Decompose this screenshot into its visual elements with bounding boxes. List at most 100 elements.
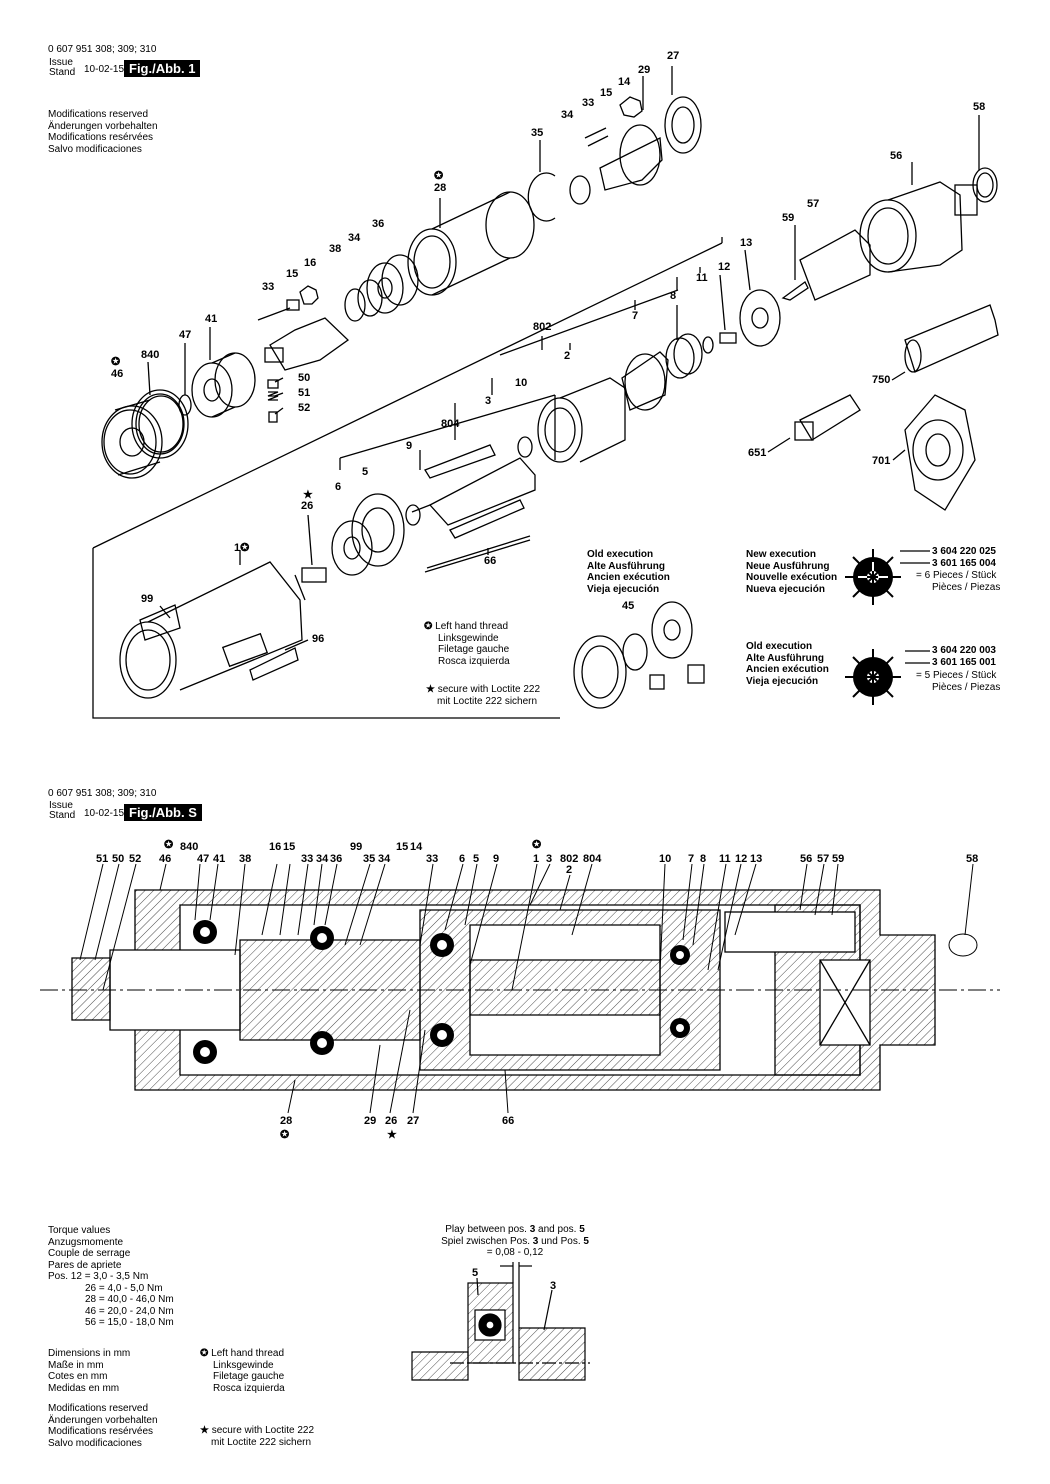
sheet1-date: 10-02-15	[84, 64, 125, 75]
sheet1-figure-label: Fig./Abb. 1	[124, 60, 201, 77]
section-label: 28	[280, 1115, 293, 1127]
section-label: 57	[817, 853, 830, 865]
section-label-lht: ✪	[164, 839, 174, 851]
callout: 96	[312, 633, 325, 645]
callout: 52	[298, 402, 311, 414]
section-label: 7	[688, 853, 695, 865]
old-execution-45-text: Old execution Alte Ausführung Ancien exé…	[587, 549, 670, 595]
section-label: 56	[800, 853, 813, 865]
section-label: 9	[493, 853, 500, 865]
sheet2-figure-label: Fig./Abb. S	[124, 804, 202, 821]
new-execution-parts: 3 604 220 025 3 601 165 004	[932, 546, 996, 569]
callout: 27	[667, 50, 680, 62]
callout: 38	[329, 243, 342, 255]
section-label: 38	[239, 853, 252, 865]
section-label: 33	[426, 853, 439, 865]
section-label: 34	[378, 853, 391, 865]
callout: 15	[286, 268, 299, 280]
section-label: 8	[700, 853, 707, 865]
callout: 56	[890, 150, 903, 162]
section-label: 99	[350, 841, 363, 853]
sheet2-loctite: ★ secure with Loctite 222 mit Loctite 22…	[200, 1425, 315, 1448]
left-hand-thread-legend: ✪ Left hand thread Linksgewinde Filetage…	[424, 621, 510, 667]
dimensions-note: Dimensions in mm Maße in mm Cotes en mm …	[48, 1348, 131, 1394]
section-label: 34	[316, 853, 329, 865]
callout-left-hand: ✪	[111, 356, 121, 368]
callout: 28	[434, 182, 447, 194]
callout: 36	[372, 218, 385, 230]
callout: 29	[638, 64, 651, 76]
callout: 6	[335, 481, 342, 493]
callout: 35	[531, 127, 544, 139]
sheet2-issue-stand: Issue Stand	[49, 800, 76, 821]
callout: 701	[872, 455, 891, 467]
sheet2-date: 10-02-15	[84, 808, 125, 819]
bearings	[193, 920, 690, 1064]
callout: 41	[205, 313, 218, 325]
sheet1-part-numbers: 0 607 951 308; 309; 310	[48, 44, 157, 55]
callout: 33	[262, 281, 275, 293]
section-label: 5	[473, 853, 480, 865]
callout: 802	[533, 321, 552, 333]
callout: 750	[872, 374, 891, 386]
callout: 2	[564, 350, 571, 362]
callout: 15	[600, 87, 613, 99]
section-label: 50	[112, 853, 125, 865]
sheet1-issue-stand: Issue Stand	[49, 58, 75, 78]
play-note: Play between pos. 3 and pos. 5 Spiel zwi…	[441, 1224, 589, 1258]
section-label: 10	[659, 853, 672, 865]
callout: 840	[141, 349, 160, 361]
section-label: 840	[180, 841, 199, 853]
section-label-lht: ✪	[532, 839, 542, 851]
callout: 99	[141, 593, 154, 605]
section-label: 15	[396, 841, 409, 853]
callout: 33	[582, 97, 595, 109]
section-label: 804	[583, 853, 602, 865]
section-label: 802	[560, 853, 579, 865]
section-label: 36	[330, 853, 343, 865]
section-label: 26	[385, 1115, 398, 1127]
callout: 3	[485, 395, 492, 407]
section-label-loctite: ★	[387, 1129, 397, 1141]
section-label: 14	[410, 841, 423, 853]
callout: 651	[748, 447, 767, 459]
callout: 10	[515, 377, 528, 389]
section-label: 46	[159, 853, 172, 865]
callout: 14	[618, 76, 631, 88]
callout: 11	[696, 272, 708, 284]
callout: 34	[561, 109, 574, 121]
callout: 7	[632, 310, 639, 322]
callout: 58	[973, 101, 986, 113]
callout: 47	[179, 329, 192, 341]
section-label: 11	[719, 853, 731, 865]
callout: 26	[301, 500, 314, 512]
new-execution-text: New execution Neue Ausführung Nouvelle e…	[746, 549, 838, 595]
callout: 16	[304, 257, 317, 269]
play-label-5: 5	[472, 1267, 479, 1279]
section-label: 3	[546, 853, 553, 865]
callout: 45	[622, 600, 635, 612]
section-label: 58	[966, 853, 979, 865]
old-execution-text: Old execution Alte Ausführung Ancien exé…	[746, 641, 829, 687]
sheet2-modifications: Modifications reserved Änderungen vorbeh…	[48, 1403, 158, 1449]
callout: 8	[670, 290, 677, 302]
callout: 50	[298, 372, 311, 384]
callout: 13	[740, 237, 753, 249]
section-label: 51	[96, 853, 109, 865]
issue-label: Issue	[49, 57, 73, 68]
section-label: 59	[832, 853, 845, 865]
sheet2-part-numbers: 0 607 951 308; 309; 310	[48, 788, 157, 799]
play-label-3: 3	[550, 1280, 557, 1292]
section-label: 52	[129, 853, 142, 865]
loctite-legend: ★ secure with Loctite 222 mit Loctite 22…	[426, 684, 541, 707]
stand-label: Stand	[49, 67, 76, 78]
callout-left-hand: ✪	[434, 170, 444, 182]
callout: 57	[807, 198, 820, 210]
new-execution-symbol	[845, 549, 901, 605]
callout: 59	[782, 212, 795, 224]
section-label: 1	[533, 853, 540, 865]
old-execution-pieces: = 5 Pieces / Stück Pièces / Piezas	[916, 670, 1001, 693]
